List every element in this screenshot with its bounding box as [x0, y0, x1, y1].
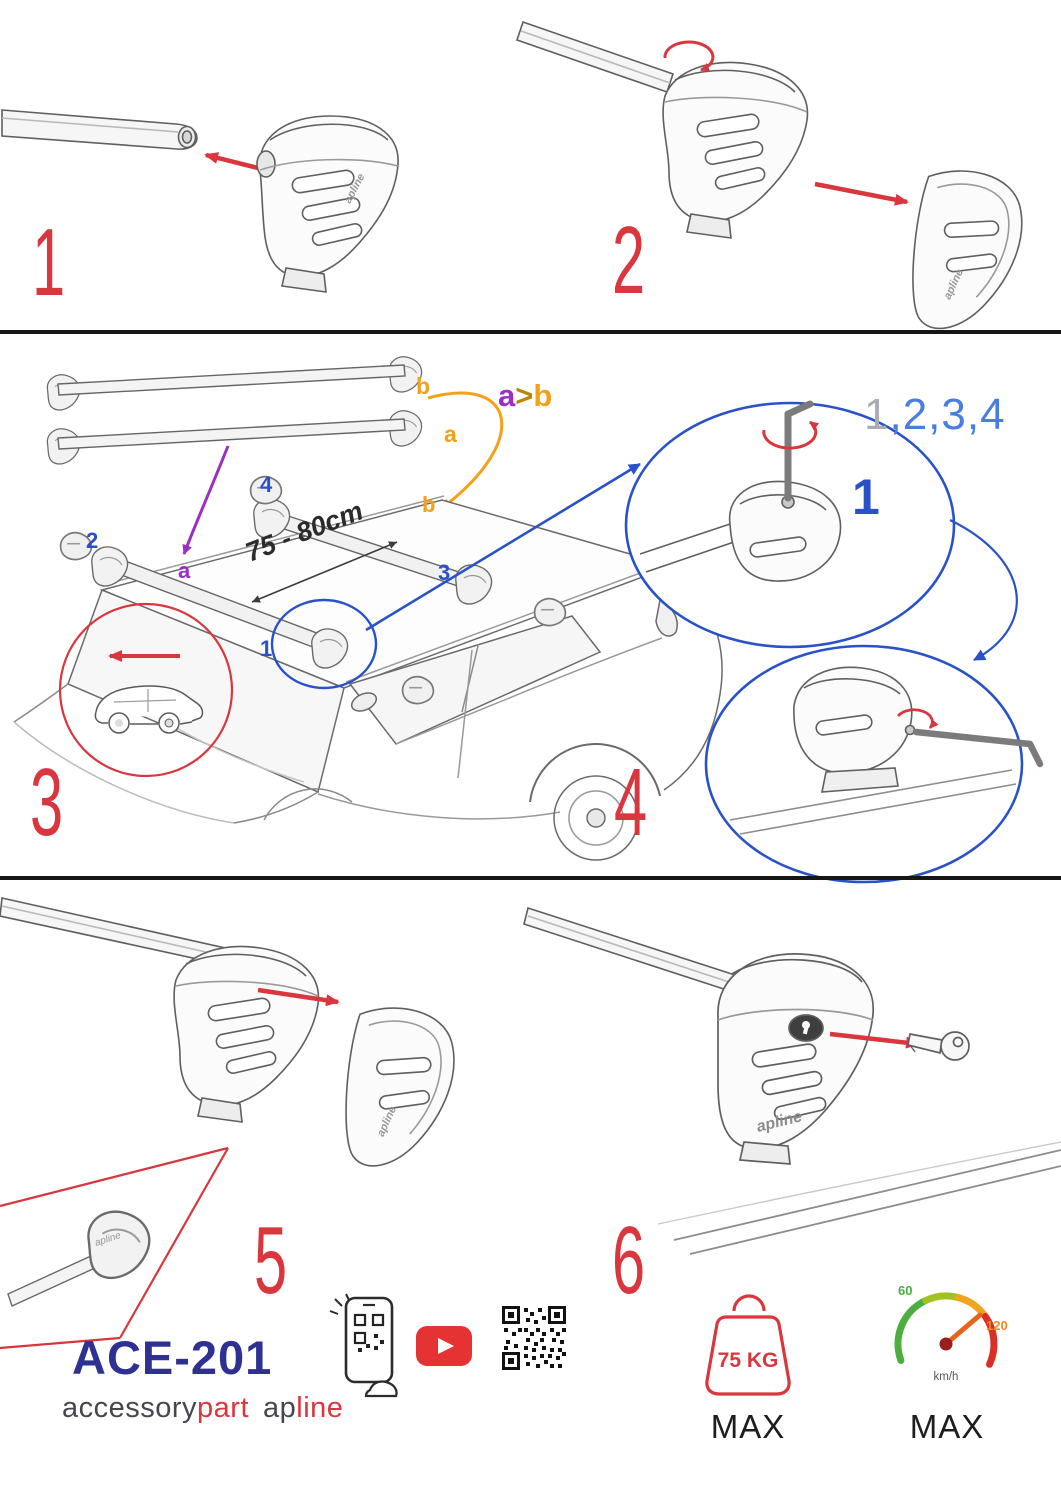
roof-surface-line — [657, 1141, 1061, 1225]
model-name: ACE-201 — [72, 1331, 273, 1384]
side-cover: apline — [912, 170, 1023, 330]
pos-3-label: 3 — [438, 560, 450, 585]
rotate-arrow — [896, 708, 939, 729]
pos-1-label: 1 — [260, 636, 272, 661]
foot-assembly — [173, 945, 320, 1123]
step-4-number: 4 — [614, 749, 647, 856]
insert-arrow — [204, 152, 263, 172]
bar-order-note: a>b — [498, 378, 552, 414]
cross-bar — [523, 906, 739, 994]
order-gt: > — [515, 378, 534, 413]
foot-assembly — [662, 40, 809, 239]
step-6-number: 6 — [612, 1207, 645, 1314]
weight-value: 75 KG — [718, 1349, 779, 1372]
step-2-drawing: apline — [515, 20, 1023, 330]
qr-scan-phone-icon — [329, 1293, 398, 1398]
car-direction-detail — [58, 602, 234, 778]
brand-word-part: part — [197, 1392, 250, 1424]
bar-b-label: b — [416, 373, 430, 399]
weight-limit-icon: 75 KG — [705, 1294, 791, 1396]
brand-word-ap: ap — [263, 1392, 297, 1424]
brand-word-accessory: accessory — [62, 1392, 198, 1424]
roof-b-label: b — [422, 492, 435, 517]
rotate-arrow — [762, 420, 820, 450]
connector-curve — [949, 519, 1018, 661]
speed-unit-label: km/h — [934, 1371, 959, 1383]
allen-key-icon — [912, 728, 1034, 748]
red-outline — [0, 1146, 229, 1350]
cross-bar — [1, 109, 198, 150]
section-divider-1 — [0, 330, 1061, 334]
sequence-rest: ,2,3,4 — [889, 390, 1006, 439]
red-detail-circle — [58, 602, 234, 778]
curve-to-b-position — [427, 391, 504, 510]
hand-shape — [364, 1380, 398, 1398]
dimension-line — [251, 541, 398, 603]
order-b: b — [533, 378, 553, 413]
curve-to-a-position — [182, 445, 230, 555]
step-6-drawing: apline — [523, 906, 1061, 1255]
speed-high-label: 120 — [986, 1318, 1008, 1333]
roof-rails — [673, 1149, 1061, 1255]
detail-number: 1 — [852, 469, 880, 525]
speed-low-label: 60 — [898, 1283, 912, 1298]
highlight-circle — [270, 598, 378, 690]
key-icon — [907, 1031, 970, 1061]
speedometer-needle — [943, 1312, 983, 1347]
brand-word-line: line — [296, 1392, 344, 1424]
speedometer-icon: 60 120 km/h — [894, 1283, 1008, 1383]
attach-arrow — [257, 987, 340, 1007]
section-divider-2 — [0, 876, 1061, 880]
attach-arrow — [814, 181, 909, 206]
bar-a-label: a — [444, 421, 457, 447]
step-3-number: 3 — [30, 749, 63, 856]
pos-2-label: 2 — [86, 528, 98, 553]
step-1-number: 1 — [32, 209, 65, 316]
rotate-arrow — [663, 40, 715, 72]
youtube-icon — [416, 1326, 472, 1366]
detail-top-content — [639, 400, 842, 582]
foot-assembly: apline — [256, 115, 399, 293]
detail-arrow — [365, 462, 641, 632]
key-arrow — [829, 1031, 920, 1049]
qr-code-icon — [502, 1306, 566, 1370]
pos-4-label: 4 — [260, 472, 273, 497]
sequence-first: 1 — [864, 390, 890, 439]
step-5-number: 5 — [254, 1207, 287, 1314]
step-1-drawing: apline — [1, 109, 399, 293]
side-cover: apline — [345, 1007, 455, 1167]
step-sequence-note: 1,2,3,4 — [864, 390, 1006, 440]
installed-bar-overview: apline — [0, 1146, 229, 1350]
locked-foot: apline — [717, 953, 874, 1165]
bar-pair: b a — [46, 356, 457, 465]
speed-max-label: MAX — [909, 1408, 985, 1445]
weight-max-label: MAX — [710, 1408, 786, 1445]
detail-bottom-content — [729, 666, 1044, 835]
step-4-drawing — [624, 400, 1044, 884]
cross-bar — [515, 20, 675, 94]
order-a: a — [498, 378, 516, 413]
step-5-drawing: apline apline — [0, 897, 455, 1350]
step-2-number: 2 — [612, 207, 645, 314]
roof-a-label: a — [178, 558, 191, 583]
